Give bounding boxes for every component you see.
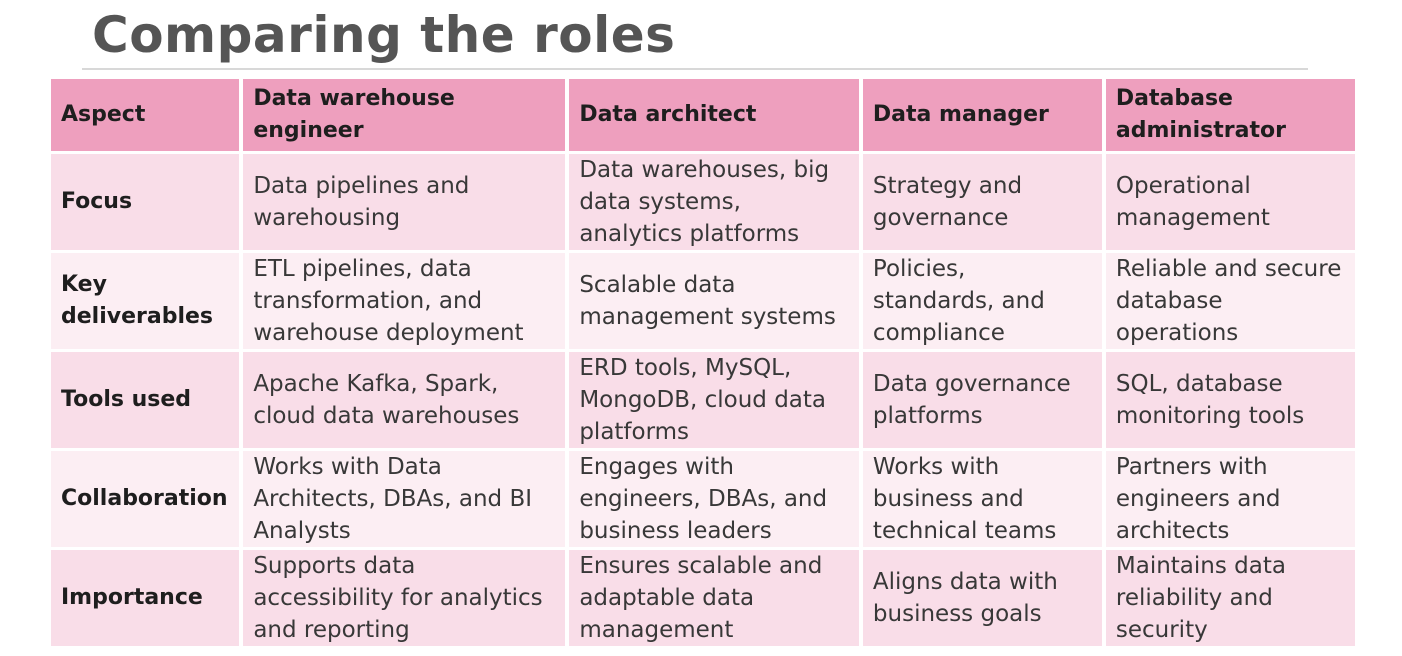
page-title: Comparing the roles bbox=[92, 6, 676, 64]
column-header-aspect: Aspect bbox=[51, 79, 240, 151]
table-cell: Operational management bbox=[1105, 154, 1355, 250]
table-row-focus: Focus Data pipelines and warehousing Dat… bbox=[51, 154, 1355, 250]
table-cell: Works with business and technical teams bbox=[862, 451, 1102, 547]
table-cell: Scalable data management systems bbox=[569, 253, 859, 349]
table-row-importance: Importance Supports data accessibility f… bbox=[51, 550, 1355, 646]
column-header-database-administrator: Database administrator bbox=[1105, 79, 1355, 151]
table-cell: Strategy and governance bbox=[862, 154, 1102, 250]
column-header-data-warehouse-engineer: Data warehouse engineer bbox=[243, 79, 566, 151]
column-header-data-architect: Data architect bbox=[569, 79, 859, 151]
table-cell: Engages with engineers, DBAs, and busine… bbox=[569, 451, 859, 547]
row-label-importance: Importance bbox=[51, 550, 240, 646]
table-cell: ERD tools, MySQL, MongoDB, cloud data pl… bbox=[569, 352, 859, 448]
table-cell: Works with Data Architects, DBAs, and BI… bbox=[243, 451, 566, 547]
row-label-focus: Focus bbox=[51, 154, 240, 250]
row-label-key-deliverables: Key deliverables bbox=[51, 253, 240, 349]
title-divider bbox=[82, 68, 1308, 70]
table-cell: ETL pipelines, data transformation, and … bbox=[243, 253, 566, 349]
table-cell: Apache Kafka, Spark, cloud data warehous… bbox=[243, 352, 566, 448]
roles-comparison-table: Aspect Data warehouse engineer Data arch… bbox=[47, 76, 1359, 649]
table-row-tools-used: Tools used Apache Kafka, Spark, cloud da… bbox=[51, 352, 1355, 448]
column-header-data-manager: Data manager bbox=[862, 79, 1102, 151]
table-cell: Supports data accessibility for analytic… bbox=[243, 550, 566, 646]
table-row-collaboration: Collaboration Works with Data Architects… bbox=[51, 451, 1355, 547]
table-cell: Aligns data with business goals bbox=[862, 550, 1102, 646]
table-cell: Maintains data reliability and security bbox=[1105, 550, 1355, 646]
table-cell: SQL, database monitoring tools bbox=[1105, 352, 1355, 448]
table-cell: Data pipelines and warehousing bbox=[243, 154, 566, 250]
table-cell: Partners with engineers and architects bbox=[1105, 451, 1355, 547]
table-cell: Reliable and secure database operations bbox=[1105, 253, 1355, 349]
table-row-key-deliverables: Key deliverables ETL pipelines, data tra… bbox=[51, 253, 1355, 349]
table-cell: Ensures scalable and adaptable data mana… bbox=[569, 550, 859, 646]
table-header-row: Aspect Data warehouse engineer Data arch… bbox=[51, 79, 1355, 151]
table-cell: Data warehouses, big data systems, analy… bbox=[569, 154, 859, 250]
row-label-collaboration: Collaboration bbox=[51, 451, 240, 547]
table-cell: Policies, standards, and compliance bbox=[862, 253, 1102, 349]
row-label-tools-used: Tools used bbox=[51, 352, 240, 448]
table-cell: Data governance platforms bbox=[862, 352, 1102, 448]
